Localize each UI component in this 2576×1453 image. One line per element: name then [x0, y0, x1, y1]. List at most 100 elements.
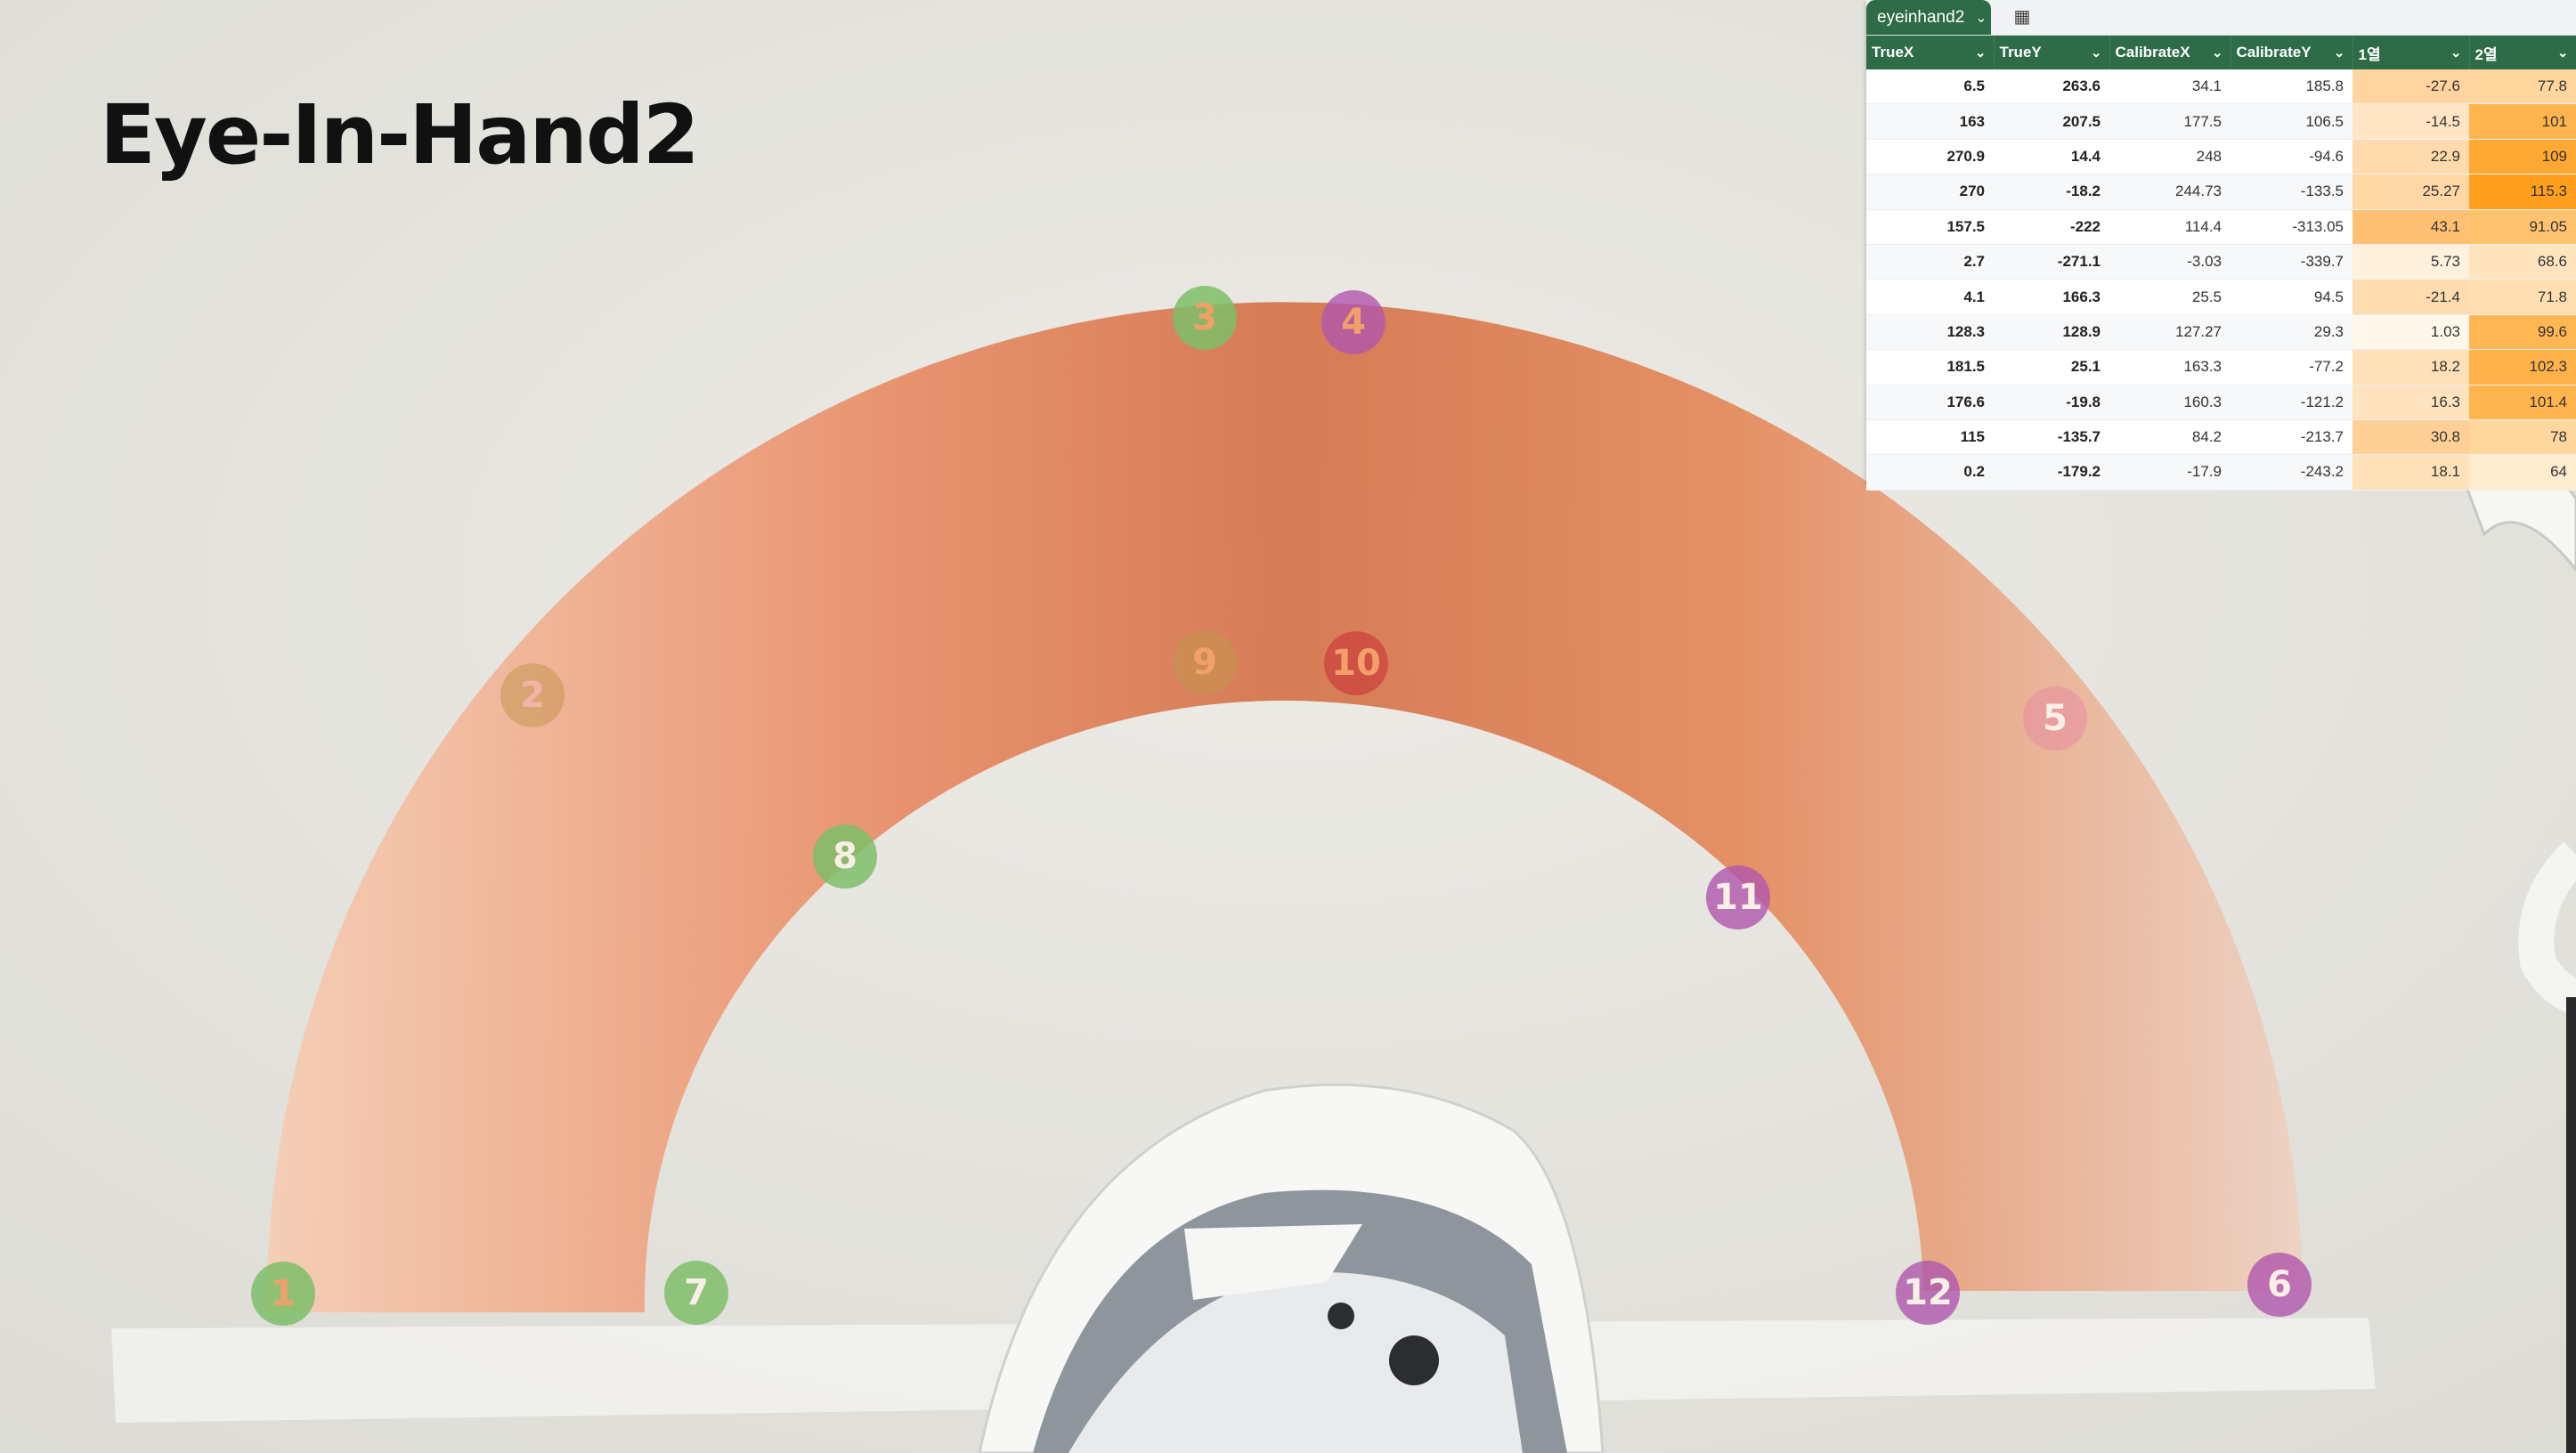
chevron-down-icon[interactable]: ⌄	[1974, 45, 1987, 61]
table-cell[interactable]: 25.1	[1994, 349, 2109, 386]
table-cell[interactable]: -21.4	[2353, 279, 2469, 315]
table-cell[interactable]: 106.5	[2231, 103, 2353, 140]
table-cell[interactable]: -339.7	[2231, 244, 2353, 280]
table-cell[interactable]: 207.5	[1994, 103, 2109, 140]
table-cell[interactable]: 16.3	[2353, 385, 2469, 420]
table-cell[interactable]: 163	[1866, 103, 1994, 140]
table-cell[interactable]: 64	[2469, 454, 2576, 491]
table-cell[interactable]: 244.73	[2109, 174, 2231, 210]
table-cell[interactable]: 77.8	[2469, 69, 2576, 105]
table-cell[interactable]: 160.3	[2109, 385, 2231, 420]
table-cell[interactable]: -121.2	[2231, 385, 2353, 420]
chevron-down-icon[interactable]: ⌄	[2450, 45, 2462, 61]
table-cell[interactable]: 25.27	[2353, 174, 2469, 210]
table-cell[interactable]: 128.9	[1994, 314, 2109, 351]
table-cell[interactable]: 128.3	[1866, 314, 1994, 351]
marker-7: 7	[664, 1261, 728, 1325]
table-cell[interactable]: -135.7	[1994, 419, 2109, 456]
table-cell[interactable]: -133.5	[2231, 174, 2353, 210]
table-cell[interactable]: 181.5	[1866, 349, 1994, 386]
table-cell[interactable]: 22.9	[2353, 139, 2469, 175]
sheet-tab-eyeinhand2[interactable]: eyeinhand2 ⌄	[1866, 0, 1991, 35]
column-header-label: TrueX	[1872, 44, 1914, 61]
table-cell[interactable]: 115	[1866, 419, 1994, 456]
table-cell[interactable]: 18.1	[2353, 454, 2469, 491]
table-cell[interactable]: 4.1	[1866, 279, 1994, 315]
table-cell[interactable]: -3.03	[2109, 244, 2231, 280]
table-cell[interactable]: -17.9	[2109, 454, 2231, 491]
column-header[interactable]: CalibrateX⌄	[2109, 36, 2231, 69]
table-cell[interactable]: 71.8	[2469, 279, 2576, 315]
table-cell[interactable]: 127.27	[2109, 314, 2231, 351]
table-cell[interactable]: 6.5	[1866, 69, 1994, 105]
table-cell[interactable]: 29.3	[2231, 314, 2353, 351]
table-cell[interactable]: -77.2	[2231, 349, 2353, 386]
table-cell[interactable]: -179.2	[1994, 454, 2109, 491]
table-cell[interactable]: 177.5	[2109, 103, 2231, 140]
table-cell[interactable]: 2.7	[1866, 244, 1994, 280]
table-cell[interactable]: 14.4	[1994, 139, 2109, 175]
table-cell[interactable]: 34.1	[2109, 69, 2231, 105]
table-header-row: TrueX⌄TrueY⌄CalibrateX⌄CalibrateY⌄1열⌄2열⌄	[1866, 36, 2576, 69]
chevron-down-icon[interactable]: ⌄	[2333, 45, 2345, 61]
table-cell[interactable]: -222	[1994, 209, 2109, 245]
table-cell[interactable]: -243.2	[2231, 454, 2353, 491]
table-cell[interactable]: 78	[2469, 419, 2576, 456]
table-cell[interactable]: 25.5	[2109, 279, 2231, 315]
table-cell[interactable]: 157.5	[1866, 209, 1994, 245]
table-cell[interactable]: -313.05	[2231, 209, 2353, 245]
table-cell[interactable]: 18.2	[2353, 349, 2469, 386]
data-table: TrueX⌄TrueY⌄CalibrateX⌄CalibrateY⌄1열⌄2열⌄…	[1866, 36, 2576, 491]
table-cell[interactable]: 270.9	[1866, 139, 1994, 175]
table-cell[interactable]: -19.8	[1994, 385, 2109, 420]
table-cell[interactable]: 102.3	[2469, 349, 2576, 386]
table-cell[interactable]: 263.6	[1994, 69, 2109, 105]
chevron-down-icon[interactable]: ⌄	[2211, 45, 2223, 61]
table-cell[interactable]: 270	[1866, 174, 1994, 210]
table-cell[interactable]: -27.6	[2353, 69, 2469, 105]
marker-11: 11	[1706, 865, 1770, 929]
table-cell[interactable]: 30.8	[2353, 419, 2469, 456]
marker-3: 3	[1173, 286, 1237, 350]
table-cell[interactable]: -18.2	[1994, 174, 2109, 210]
table-cell[interactable]: -213.7	[2231, 419, 2353, 456]
column-header[interactable]: 2열 ⌄	[2469, 36, 2576, 69]
table-cell[interactable]: 109	[2469, 139, 2576, 175]
table-cell[interactable]: -271.1	[1994, 244, 2109, 280]
table-cell[interactable]: 43.1	[2353, 209, 2469, 245]
table-cell[interactable]: 99.6	[2469, 314, 2576, 351]
table-cell[interactable]: 1.03	[2353, 314, 2469, 351]
table-cell[interactable]: 176.6	[1866, 385, 1994, 420]
column-header[interactable]: 1열⌄	[2353, 36, 2470, 69]
column-header-label: 2열	[2474, 45, 2498, 63]
table-cell[interactable]: 0.2	[1866, 454, 1994, 491]
column-header[interactable]: CalibrateY⌄	[2231, 36, 2353, 69]
chevron-down-icon[interactable]: ⌄	[2090, 45, 2102, 61]
table-cell[interactable]: 115.3	[2469, 174, 2576, 210]
table-cell[interactable]: 91.05	[2469, 209, 2576, 245]
table-cell[interactable]: 94.5	[2231, 279, 2353, 315]
table-cell[interactable]: 101	[2469, 103, 2576, 140]
robot-hole	[1389, 1335, 1439, 1385]
chevron-down-icon[interactable]: ⌄	[2556, 45, 2569, 61]
table-icon[interactable]: ▦	[2013, 7, 2031, 27]
table-cell[interactable]: -94.6	[2231, 139, 2353, 175]
table-cell[interactable]: 114.4	[2109, 209, 2231, 245]
table-cell[interactable]: 5.73	[2353, 244, 2469, 280]
table-cell[interactable]: 166.3	[1994, 279, 2109, 315]
page-title: Eye-In-Hand2	[100, 87, 700, 183]
table-cell[interactable]: 163.3	[2109, 349, 2231, 386]
column-header[interactable]: TrueY⌄	[1994, 36, 2110, 69]
robot-flap	[1184, 1224, 1362, 1300]
chevron-down-icon[interactable]: ⌄	[1975, 10, 1987, 26]
table-cell[interactable]: 68.6	[2469, 244, 2576, 280]
table-cell[interactable]: 101.4	[2469, 385, 2576, 420]
table-cell[interactable]: -14.5	[2353, 103, 2469, 140]
table-cell[interactable]: 248	[2109, 139, 2231, 175]
column-header[interactable]: TrueX ⌄	[1866, 36, 1995, 69]
table-cell[interactable]: 84.2	[2109, 419, 2231, 456]
table-cell[interactable]: 185.8	[2231, 69, 2353, 105]
